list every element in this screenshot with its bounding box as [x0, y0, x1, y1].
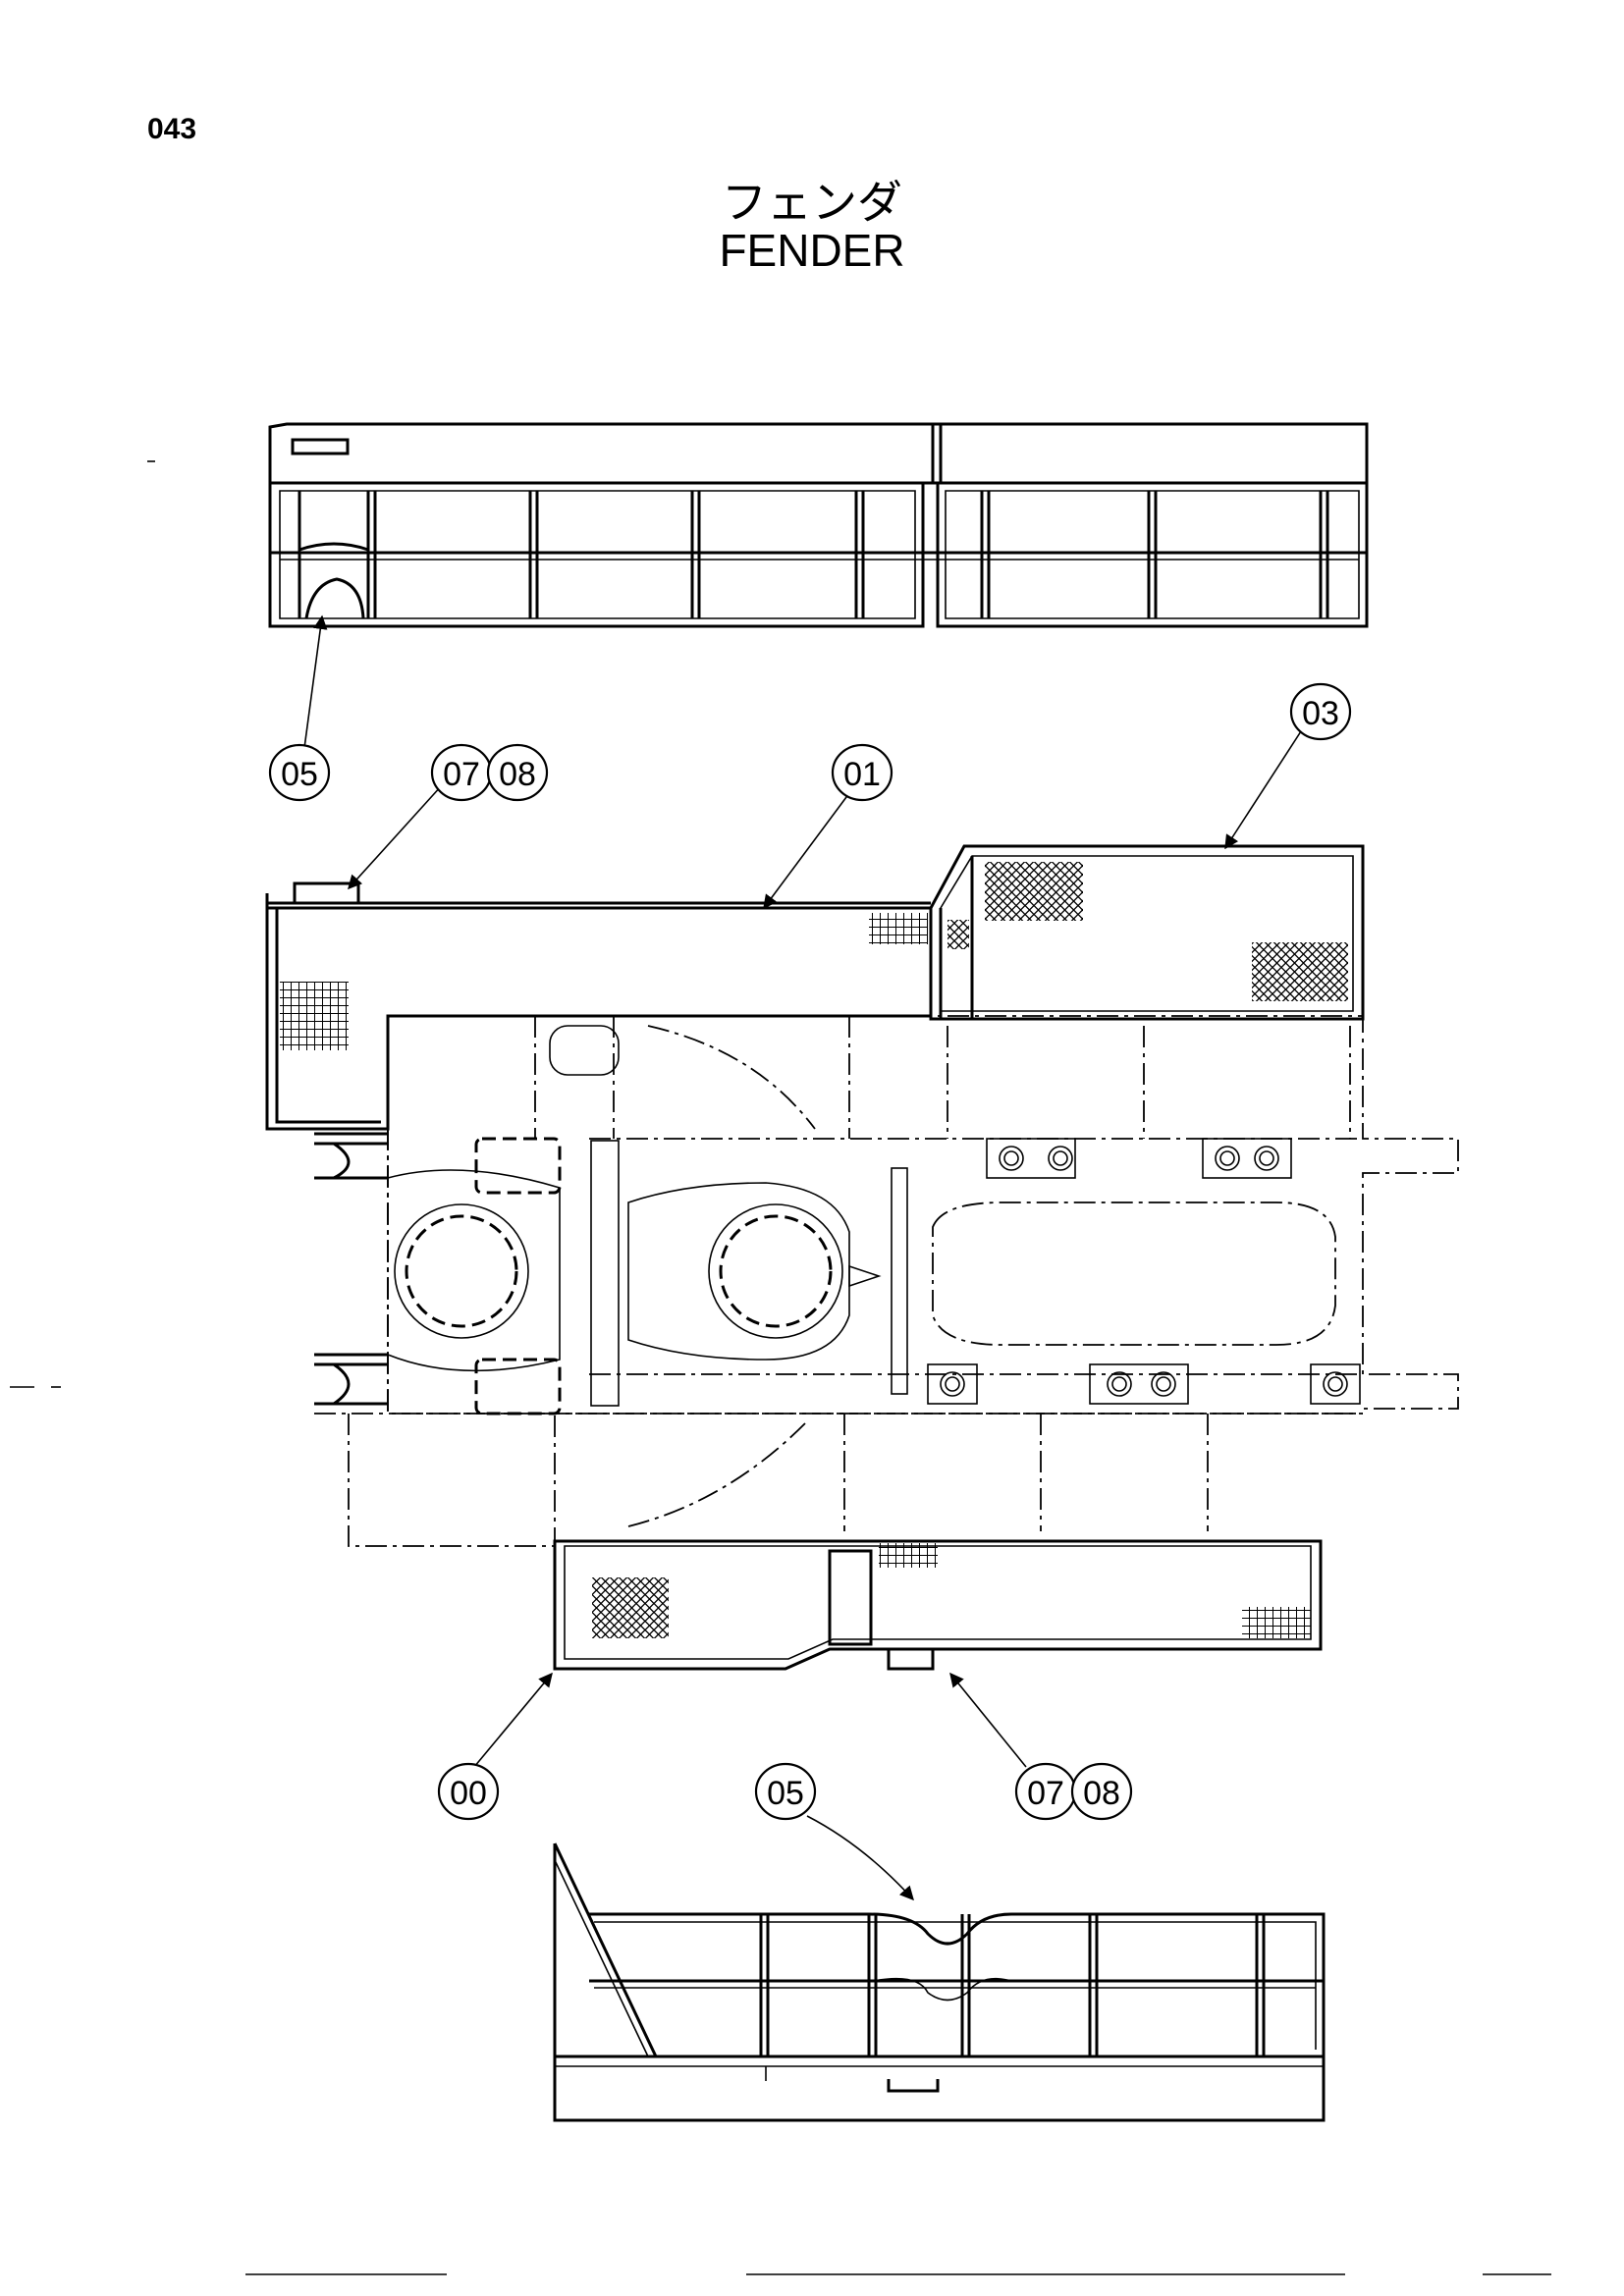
callout-0708-top: 07 08 [430, 743, 549, 802]
top-side-view [268, 422, 1369, 628]
callout-label: 00 [450, 1775, 487, 1812]
page-number: 043 [147, 113, 197, 145]
callout-label: 01 [843, 756, 881, 793]
callout-01: 01 [831, 743, 893, 802]
main-plan-view [265, 844, 1459, 1671]
callout-05-top: 05 [268, 743, 331, 802]
callout-label: 07 [1027, 1775, 1064, 1812]
footer-rules [10, 460, 1551, 2275]
page-title: FENDER [719, 225, 905, 276]
page-title-japanese: フェンダ [722, 176, 902, 229]
bottom-side-view [553, 1842, 1326, 2122]
callout-05-bottom: 05 [754, 1762, 817, 1821]
callout-label: 03 [1302, 695, 1339, 732]
callout-label: 07 [443, 756, 480, 793]
callout-label: 08 [1083, 1775, 1120, 1812]
bolt-boss [986, 1138, 1292, 1179]
callout-00: 00 [437, 1762, 500, 1821]
leader-lines [303, 614, 1302, 1901]
callout-label: 08 [499, 756, 536, 793]
callout-label: 05 [767, 1775, 804, 1812]
callout-label: 05 [281, 756, 318, 793]
callout-03: 03 [1289, 682, 1352, 741]
bolt-boss [927, 1363, 1361, 1405]
callout-0708-bottom: 07 08 [1014, 1762, 1133, 1821]
